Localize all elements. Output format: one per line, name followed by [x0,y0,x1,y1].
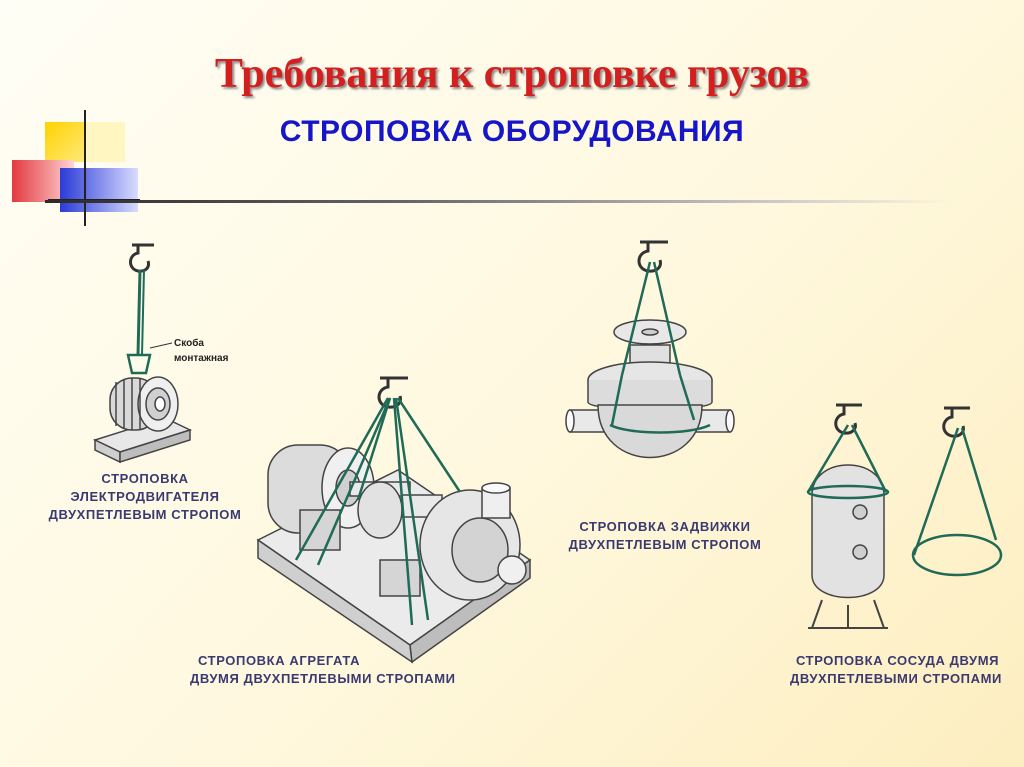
figure-caption: СТРОПОВКА СОСУДА ДВУМЯ ДВУХПЕТЛЕВЫМИ СТР… [790,652,1024,688]
figure-caption: СТРОПОВКА ЗАДВИЖКИ ДВУХПЕТЛЕВЫМ СТРОПОМ [545,518,785,554]
figure-caption: СТРОПОВКА АГРЕГАТА ДВУМЯ ДВУХПЕТЛЕВЫМИ С… [190,652,510,688]
caption-line: ДВУХПЕТЛЕВЫМИ СТРОПАМИ [790,671,1002,686]
figure-vessel [806,403,1003,629]
figure-valve [565,240,735,459]
caption-line: ДВУХПЕТЛЕВЫМ СТРОПОМ [48,507,242,522]
bracket-label: Скоба [174,338,204,349]
page-title: Требования к строповке грузов [214,51,810,97]
caption-line: ЭЛЕКТРОДВИГАТЕЛЯ [70,489,220,504]
hook-icon [637,240,668,273]
caption-line: ДВУМЯ ДВУХПЕТЛЕВЫМИ СТРОПАМИ [190,671,456,686]
caption-line: СТРОПОВКА ЗАДВИЖКИ [579,519,751,534]
header-rule [45,200,950,203]
hook-icon [129,243,154,273]
caption-line: СТРОПОВКА СОСУДА ДВУМЯ [796,653,1000,668]
bracket-label: монтажная [174,353,229,364]
hook-icon [834,403,862,435]
caption-line: ДВУХПЕТЛЕВЫМ СТРОПОМ [568,537,762,552]
figure-caption: СТРОПОВКА ЭЛЕКТРОДВИГАТЕЛЯ ДВУХПЕТЛЕВЫМ … [40,470,250,524]
page-subtitle: СТРОПОВКА ОБОРУДОВАНИЯ [279,115,745,148]
caption-line: СТРОПОВКА [101,471,189,486]
figure-motor [92,243,193,464]
figure-unit [256,376,532,664]
caption-line: СТРОПОВКА АГРЕГАТА [198,653,361,668]
